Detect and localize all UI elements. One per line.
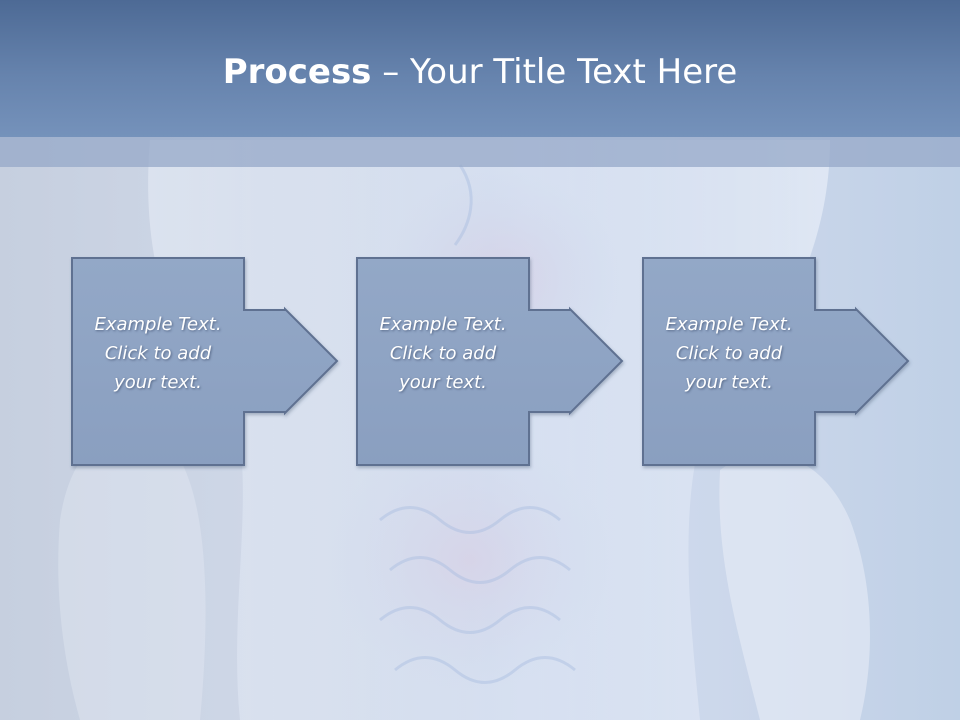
step-text-line: Example Text. — [379, 314, 507, 335]
title-rest-text: – Your Title Text Here — [371, 52, 738, 92]
process-step-1-text[interactable]: Example Text. Click to add your text. — [72, 310, 244, 397]
step-text-line: your text. — [685, 372, 773, 393]
step-text-line: your text. — [114, 372, 202, 393]
step-text-line: your text. — [399, 372, 487, 393]
process-step-1[interactable] — [71, 257, 339, 466]
step-text-line: Click to add — [104, 343, 212, 364]
process-step-3[interactable] — [642, 257, 910, 466]
process-step-2[interactable] — [356, 257, 624, 466]
process-step-3-text[interactable]: Example Text. Click to add your text. — [643, 310, 815, 397]
title-bar — [0, 0, 960, 137]
process-step-2-text[interactable]: Example Text. Click to add your text. — [357, 310, 529, 397]
slide-title[interactable]: Process – Your Title Text Here — [0, 52, 960, 92]
title-bold-text: Process — [222, 52, 372, 92]
step-text-line: Example Text. — [665, 314, 793, 335]
step-text-line: Click to add — [675, 343, 783, 364]
title-bar-strip — [0, 137, 960, 167]
step-text-line: Example Text. — [94, 314, 222, 335]
step-text-line: Click to add — [389, 343, 497, 364]
